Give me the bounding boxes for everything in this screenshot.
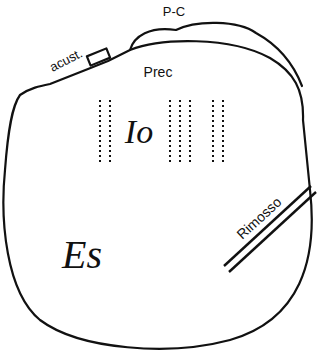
- dotted-ego-lines: [100, 100, 223, 165]
- acoustic-label: acust.: [48, 46, 85, 73]
- acoustic-box: [87, 48, 110, 65]
- repression-bar: [224, 186, 316, 272]
- preconscious-label: Prec: [144, 65, 173, 79]
- ego-label: Io: [125, 115, 153, 149]
- perception-label: P-C: [163, 5, 185, 18]
- id-label: Es: [62, 235, 102, 275]
- psyche-outline: [3, 41, 311, 348]
- perception-cap: [130, 23, 302, 86]
